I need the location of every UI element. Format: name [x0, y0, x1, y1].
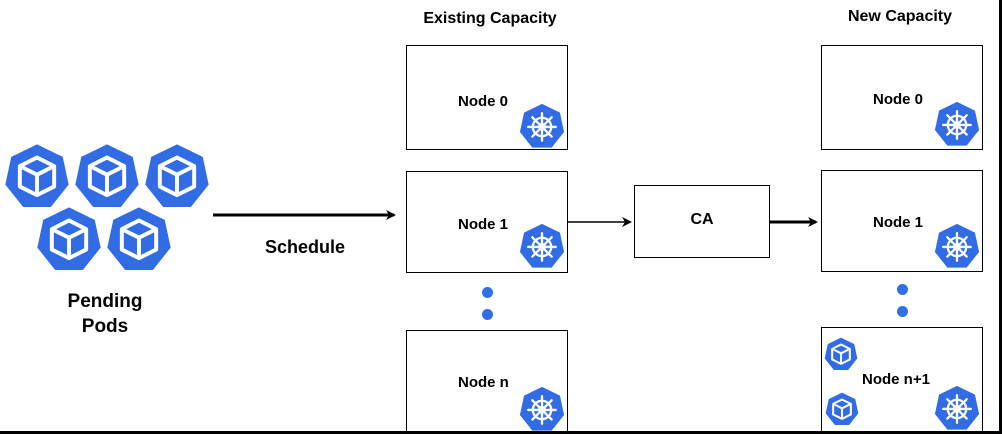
pod-cube-icon: [825, 392, 859, 426]
kubernetes-helm-icon: [934, 101, 980, 147]
pending-label-line1: Pending: [67, 291, 143, 312]
schedule-label: Schedule: [264, 237, 346, 257]
node-label: Node n+1: [862, 371, 930, 388]
kubernetes-helm-icon: [934, 385, 980, 431]
node-label: Node 0: [873, 91, 924, 108]
ellipsis-dot: [897, 306, 908, 317]
frame-edge-bottom: [0, 431, 1002, 434]
node-label: Node n: [458, 374, 509, 391]
existing-node-n: Node n: [406, 330, 568, 434]
kubernetes-helm-icon: [519, 103, 565, 149]
pending-label-line2: Pods: [81, 316, 129, 337]
node-label: Node 1: [458, 216, 509, 233]
ellipsis-dot: [482, 287, 493, 298]
existing-node-1: Node 1: [406, 171, 568, 273]
new-node-n-plus-1: Node n+1: [821, 327, 983, 432]
kubernetes-helm-icon: [519, 223, 565, 269]
ellipsis-dot: [897, 284, 908, 295]
existing-node-0: Node 0: [406, 45, 568, 150]
node-label: Node 1: [873, 214, 924, 231]
ellipsis-dot: [482, 309, 493, 320]
existing-capacity-title: Existing Capacity: [423, 10, 557, 27]
frame-edge-right: [999, 0, 1002, 434]
new-capacity-title: New Capacity: [847, 8, 953, 25]
cluster-autoscaler-box: CA: [634, 185, 770, 258]
pod-cube-icon: [824, 337, 858, 371]
kubernetes-helm-icon: [519, 386, 565, 432]
kubernetes-helm-icon: [934, 223, 980, 269]
node-label: Node 0: [458, 93, 509, 110]
new-node-0: Node 0: [821, 45, 983, 150]
new-node-1: Node 1: [821, 170, 983, 272]
ca-label: CA: [690, 211, 714, 228]
